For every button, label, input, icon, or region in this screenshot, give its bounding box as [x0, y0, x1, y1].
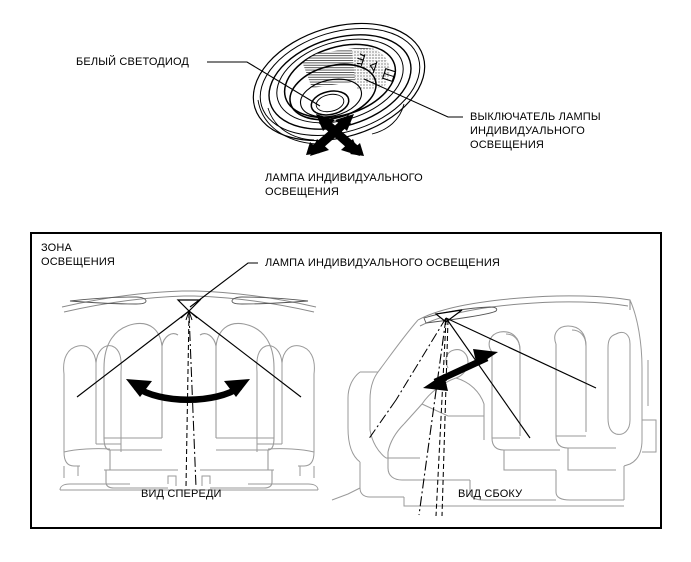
- leader-line-white-led: [207, 61, 321, 107]
- front-view-drawing: [59, 290, 319, 491]
- lamp-adjust-arrowheads: [310, 114, 360, 156]
- lamp-highlight-arcs: [257, 99, 405, 145]
- side-view-swivel-arrow: [423, 349, 498, 391]
- label-lamp-callout: ЛАМПА ИНДИВИДУАЛЬНОГО ОСВЕЩЕНИЯ: [265, 257, 501, 269]
- side-view-drawing: [331, 295, 657, 517]
- panel-border: [30, 232, 662, 529]
- label-zone-line2: ОСВЕЩЕНИЯ: [41, 256, 115, 268]
- label-white-led: БЕЛЫЙ СВЕТОДИОД: [76, 56, 190, 68]
- label-switch-line1: ВЫКЛЮЧАТЕЛЬ ЛАМПЫ: [470, 111, 601, 123]
- front-view-beam-rays: [76, 310, 302, 398]
- front-view-swivel-arrow: [126, 379, 250, 403]
- label-personal-light-line1: ЛАМПА ИНДИВИДУАЛЬНОГО: [265, 172, 423, 184]
- side-view-lamp: [434, 309, 463, 323]
- caption-view-front: ВИД СПЕРЕДИ: [141, 488, 222, 500]
- side-view-beam-rays: [445, 317, 597, 439]
- leader-line-lamp-callout: [189, 262, 258, 308]
- lamp-lens-bowl: [289, 63, 377, 121]
- label-zone-line1: ЗОНА: [41, 242, 72, 254]
- label-switch-line2: ИНДИВИДУАЛЬНОГО: [470, 125, 585, 137]
- label-switch-line3: ОСВЕЩЕНИЯ: [470, 139, 544, 151]
- switch-symbol-icons: [356, 53, 396, 82]
- label-personal-light-line2: ОСВЕЩЕНИЯ: [265, 186, 339, 198]
- leader-line-switch: [363, 78, 463, 118]
- caption-view-side: ВИД СБОКУ: [458, 488, 523, 500]
